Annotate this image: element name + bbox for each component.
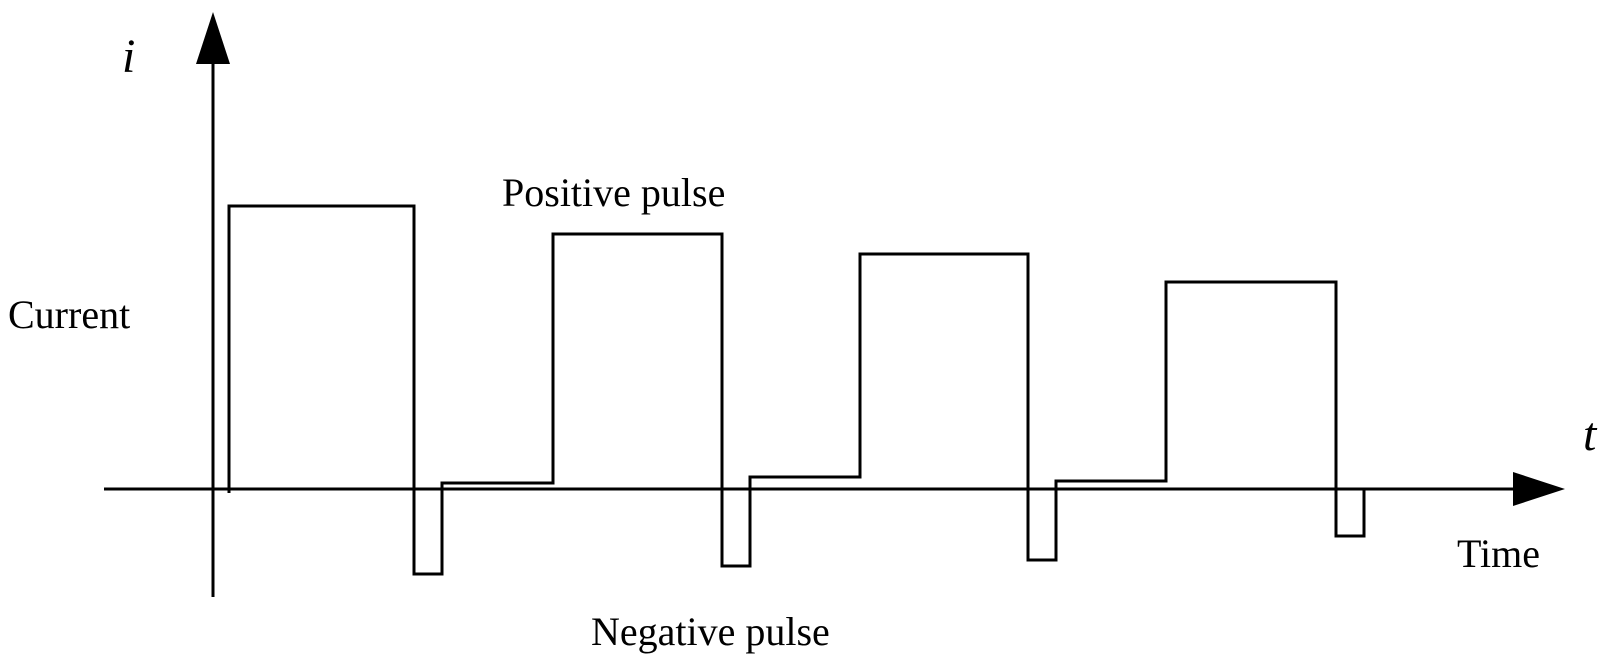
x-axis-label: Time [1457, 531, 1540, 576]
y-axis-label: Current [8, 292, 130, 337]
y-axis-symbol: i [122, 30, 135, 83]
x-axis-symbol: t [1583, 408, 1598, 461]
y-axis-arrowhead [196, 12, 230, 64]
pulse-waveform [227, 204, 1366, 576]
positive-pulse-label: Positive pulse [502, 170, 725, 215]
negative-pulse-label: Negative pulse [591, 609, 830, 654]
x-axis-arrowhead [1513, 472, 1565, 506]
